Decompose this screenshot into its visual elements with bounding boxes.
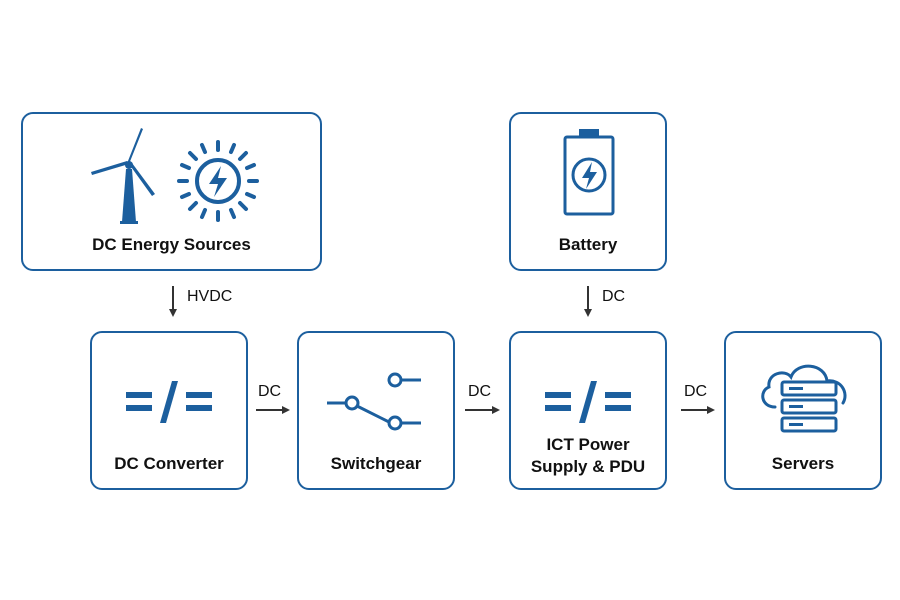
- node-ict-power-supply: ICT Power Supply & PDU: [509, 331, 667, 490]
- node-label-line-2: Supply & PDU: [530, 457, 646, 476]
- edge-label-converter-dc: DC: [258, 383, 282, 400]
- battery-bolt-icon: [563, 129, 615, 216]
- edge-label-ict-dc: DC: [684, 383, 708, 400]
- sun-bolt-icon: [177, 140, 259, 222]
- node-dc-energy-sources: DC Energy Sources: [21, 112, 322, 271]
- node-switchgear: Switchgear: [297, 331, 455, 490]
- edge-label-battery-dc: DC: [602, 288, 626, 305]
- edge-label-switchgear-dc: DC: [468, 383, 492, 400]
- node-label: Servers: [771, 454, 835, 473]
- node-label-line-1: ICT Power: [546, 435, 630, 454]
- wind-turbine-icon: [91, 128, 155, 224]
- switch-symbol-icon: [327, 372, 421, 431]
- node-dc-converter: DC Converter: [90, 331, 248, 490]
- node-label: DC Converter: [114, 454, 224, 473]
- dc-dc-symbol-icon: [545, 381, 631, 423]
- cloud-server-icon: [761, 364, 847, 433]
- node-servers: Servers: [724, 331, 882, 490]
- node-label: Switchgear: [330, 454, 422, 473]
- edge-label-hvdc: HVDC: [187, 288, 233, 305]
- node-battery: Battery: [509, 112, 667, 271]
- dc-dc-symbol-icon: [126, 381, 212, 423]
- node-label: Battery: [558, 235, 618, 254]
- node-label: DC Energy Sources: [92, 235, 251, 254]
